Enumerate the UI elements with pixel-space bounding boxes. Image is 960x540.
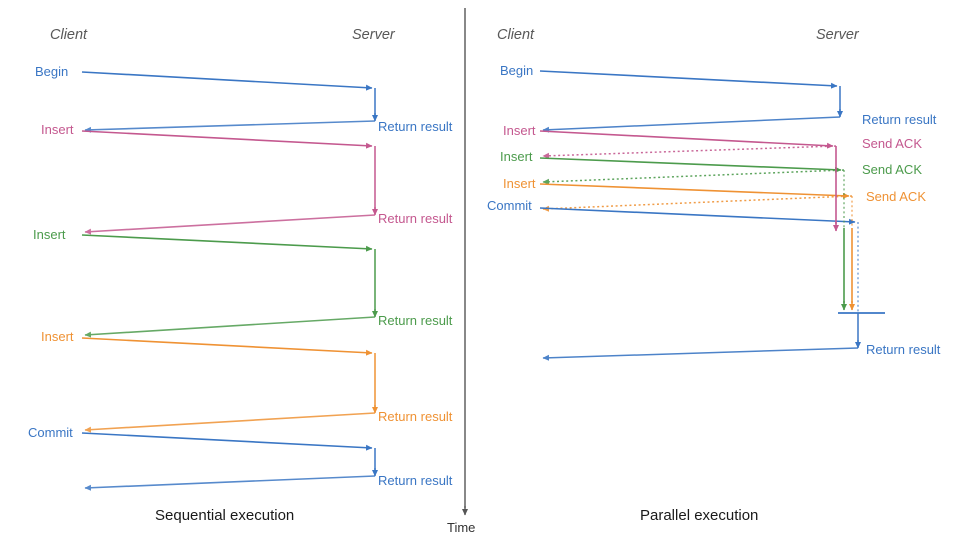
message-label-return-result: Return result: [378, 211, 453, 226]
message-label-send-ack: Send ACK: [862, 162, 922, 177]
client-label-sequential: Client: [50, 27, 88, 43]
message-label-return-result: Return result: [378, 473, 453, 488]
caption-parallel-execution: Parallel execution: [640, 507, 759, 524]
request-arrow-insert: [539, 157, 842, 173]
message-label-insert: Insert: [500, 149, 533, 164]
response-arrow-return-result: [84, 412, 376, 433]
message-label-send-ack: Send ACK: [866, 189, 926, 204]
response-arrow-return-result: [542, 116, 841, 133]
message-label-return-result: Return result: [862, 112, 937, 127]
response-arrow-send-ack: [542, 145, 837, 159]
request-arrow-commit: [539, 207, 856, 225]
message-label-send-ack: Send ACK: [862, 136, 922, 151]
response-arrow-return-result: [84, 475, 376, 491]
server-label-sequential: Server: [352, 27, 395, 43]
client-label-parallel: Client: [497, 27, 535, 43]
response-arrow-send-ack: [542, 169, 845, 185]
message-label-insert: Insert: [41, 122, 74, 137]
request-arrow-insert: [81, 130, 373, 149]
response-arrow-return-result: [542, 347, 859, 361]
message-label-return-result: Return result: [866, 342, 941, 357]
response-arrow-return-result: [84, 316, 376, 338]
request-arrow-insert: [81, 337, 373, 356]
response-arrow-send-ack: [542, 195, 853, 212]
request-arrow-commit: [81, 432, 373, 451]
message-label-return-result: Return result: [378, 409, 453, 424]
time-axis-label: Time: [447, 520, 476, 535]
message-label-insert: Insert: [503, 176, 536, 191]
request-arrow-insert: [539, 183, 850, 199]
server-label-parallel: Server: [816, 27, 859, 43]
request-arrow-begin: [539, 70, 838, 89]
response-arrow-return-result: [84, 214, 376, 235]
message-label-insert: Insert: [503, 123, 536, 138]
message-label-commit: Commit: [28, 425, 73, 440]
message-label-begin: Begin: [35, 64, 69, 79]
request-arrow-insert: [539, 130, 834, 149]
caption-sequential-execution: Sequential execution: [155, 507, 295, 524]
message-label-begin: Begin: [500, 63, 534, 78]
message-label-commit: Commit: [487, 198, 532, 213]
request-arrow-begin: [81, 71, 373, 91]
message-label-return-result: Return result: [378, 119, 453, 134]
response-arrow-return-result: [84, 120, 376, 133]
message-label-return-result: Return result: [378, 313, 453, 328]
message-label-insert: Insert: [33, 227, 66, 242]
message-label-insert: Insert: [41, 329, 74, 344]
request-arrow-insert: [81, 234, 373, 252]
